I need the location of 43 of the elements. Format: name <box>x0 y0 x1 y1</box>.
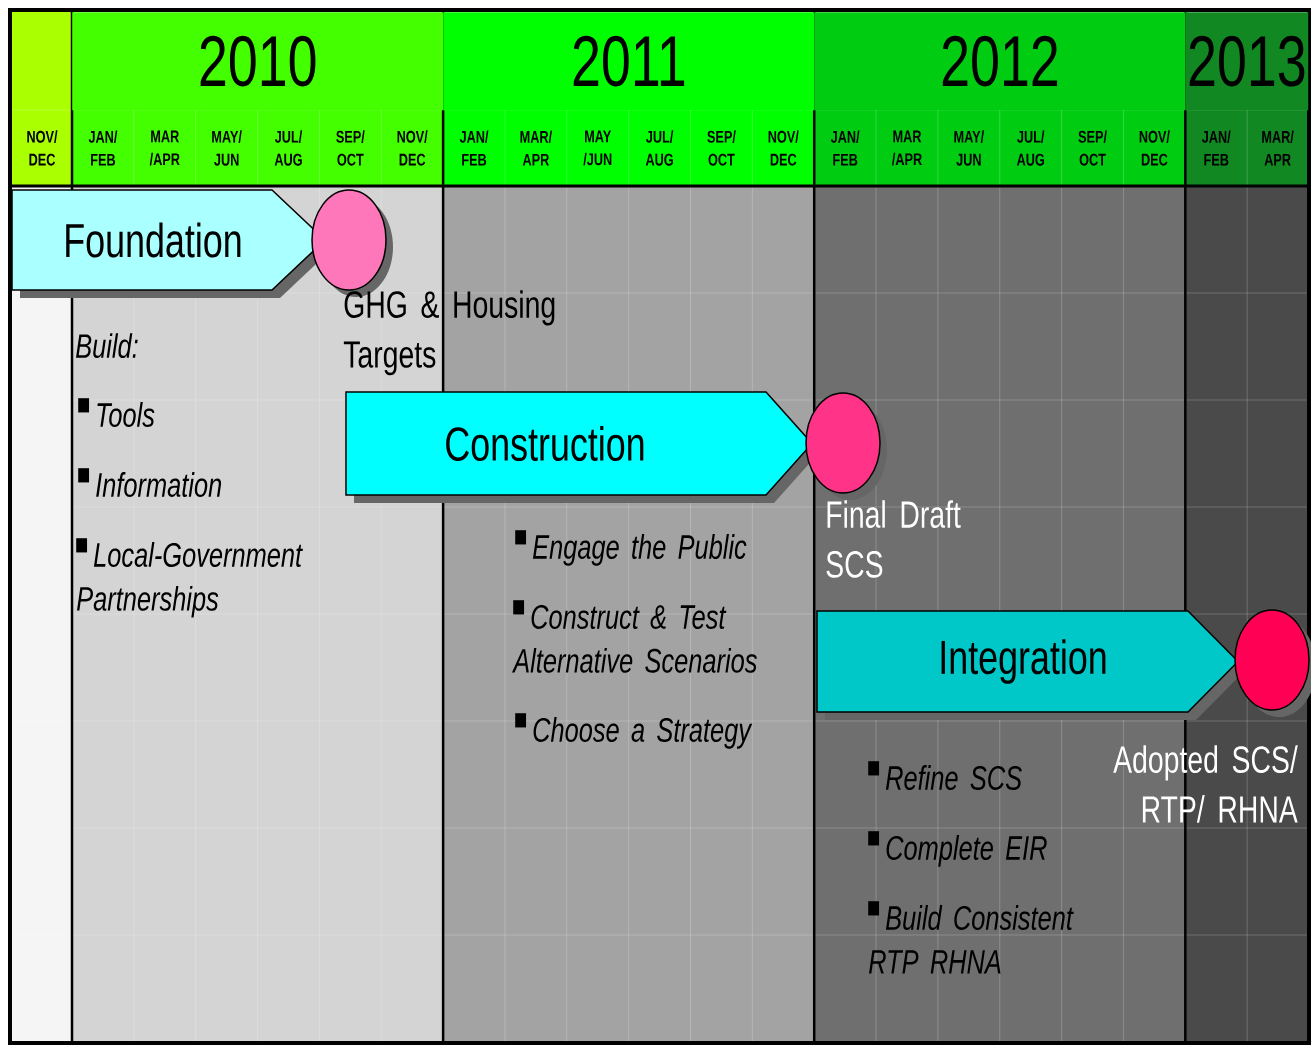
bullet-item: Choose a Strategy <box>515 713 753 749</box>
bullet-item: Build Consistent RTP RHNA <box>868 901 1074 974</box>
month-label: NOV/ DEC <box>27 130 58 166</box>
month-label: JAN/ FEB <box>88 130 118 166</box>
milestone-label: GHG & Housing Targets <box>343 290 555 376</box>
month-label: NOV/ DEC <box>768 130 799 166</box>
year-band: 2013 <box>1185 12 1309 111</box>
milestone-circle <box>805 392 887 500</box>
month-label: JUL/ AUG <box>645 130 674 166</box>
bullet-item: Engage the Public <box>515 530 747 566</box>
month-label: SEP/ OCT <box>1078 130 1107 166</box>
milestone-circle <box>1234 609 1311 717</box>
month-label: MAY /JUN <box>583 130 612 166</box>
year-band: 2011 <box>443 12 815 111</box>
bullet-item: Tools <box>78 398 155 427</box>
month-label: NOV/ DEC <box>1139 130 1170 166</box>
node-label: 2013 <box>1189 35 1305 87</box>
list-heading: Build: <box>76 333 138 359</box>
year-band: 2010 <box>72 12 444 111</box>
month-label: MAR/ APR <box>520 130 552 166</box>
bullet-item: Construct & Test Alternative Scenarios <box>511 600 757 673</box>
bullet-item: Information <box>78 468 222 497</box>
month-label: SEP/ OCT <box>336 130 365 166</box>
month-label: MAY/ JUN <box>954 130 984 166</box>
year-band: 2012 <box>814 12 1186 111</box>
node-label: 2012 <box>942 35 1058 87</box>
bullet-item: Refine SCS <box>868 761 1022 790</box>
month-label: SEP/ OCT <box>707 130 736 166</box>
month-label: MAY/ JUN <box>212 130 242 166</box>
month-label: MAR/ APR <box>1262 130 1294 166</box>
bullet-item: Local-Government Partnerships <box>76 538 303 618</box>
month-label: JUL/ AUG <box>274 130 303 166</box>
month-label: JAN/ FEB <box>1201 130 1231 166</box>
month-label: MAR /APR <box>149 130 180 166</box>
milestone-label: Final Draft SCS <box>826 500 961 578</box>
month-label: NOV/ DEC <box>397 130 428 166</box>
month-label: MAR /APR <box>891 130 922 166</box>
bullet-item: Complete EIR <box>868 831 1047 867</box>
node-label: 2010 <box>200 35 316 87</box>
month-label: JUL/ AUG <box>1016 130 1045 166</box>
month-label: JAN/ FEB <box>459 130 489 166</box>
node-label: 2011 <box>573 35 685 87</box>
month-label: JAN/ FEB <box>830 130 860 166</box>
